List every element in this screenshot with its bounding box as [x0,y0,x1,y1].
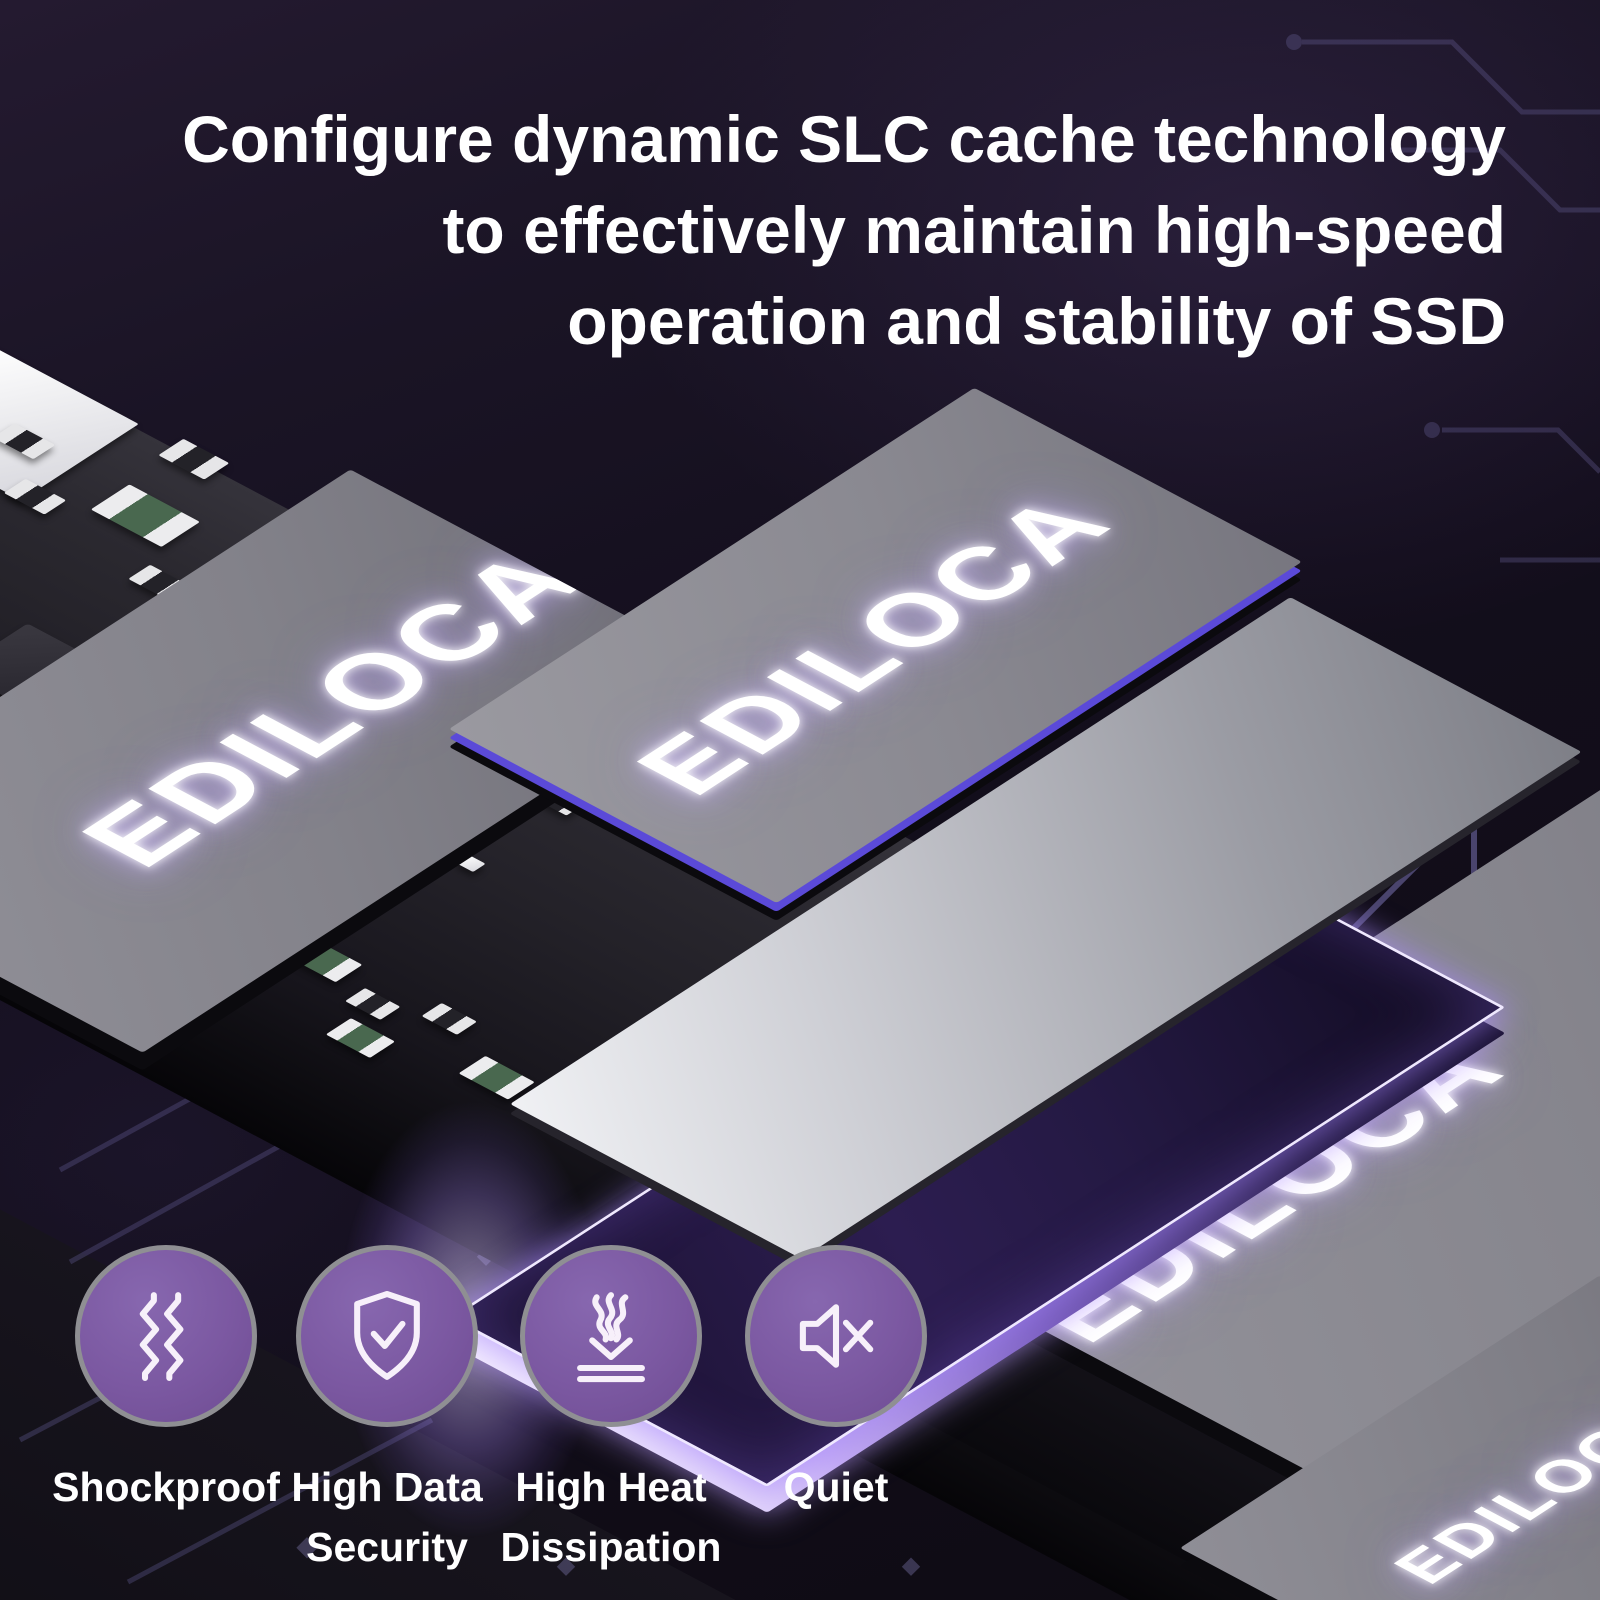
headline-line-1: Configure dynamic SLC cache technology [182,102,1506,176]
feature-bubble [75,1245,257,1427]
feature-quiet: Quiet [720,1245,952,1517]
feature-bubble [745,1245,927,1427]
feature-label: Shockproof [50,1457,282,1517]
feature-bubble [520,1245,702,1427]
brand-logo: EDILOCA [1377,1390,1600,1593]
heat-dissipation-icon [577,1292,645,1383]
vibration-icon [139,1292,184,1381]
smd-component [421,1002,478,1035]
feature-bubble [296,1245,478,1427]
feature-label-line: Shockproof [52,1464,280,1510]
feature-label: Quiet [720,1457,952,1517]
headline-line-3: operation and stability of SSD [567,284,1506,358]
smd-component [90,484,200,547]
speaker-mute-icon [799,1304,874,1368]
feature-label-line: Dissipation [500,1524,722,1570]
feature-label-line: Quiet [783,1464,889,1510]
feature-shockproof: Shockproof [50,1245,282,1517]
shield-check-icon [354,1291,420,1380]
smd-component [345,988,401,1020]
feature-label-line: High Heat [515,1464,707,1510]
headline-line-2: to effectively maintain high-speed [442,193,1506,267]
feature-label-line: Security [306,1524,468,1570]
feature-label-line: High Data [291,1464,483,1510]
headline: Configure dynamic SLC cache technology t… [182,94,1506,367]
